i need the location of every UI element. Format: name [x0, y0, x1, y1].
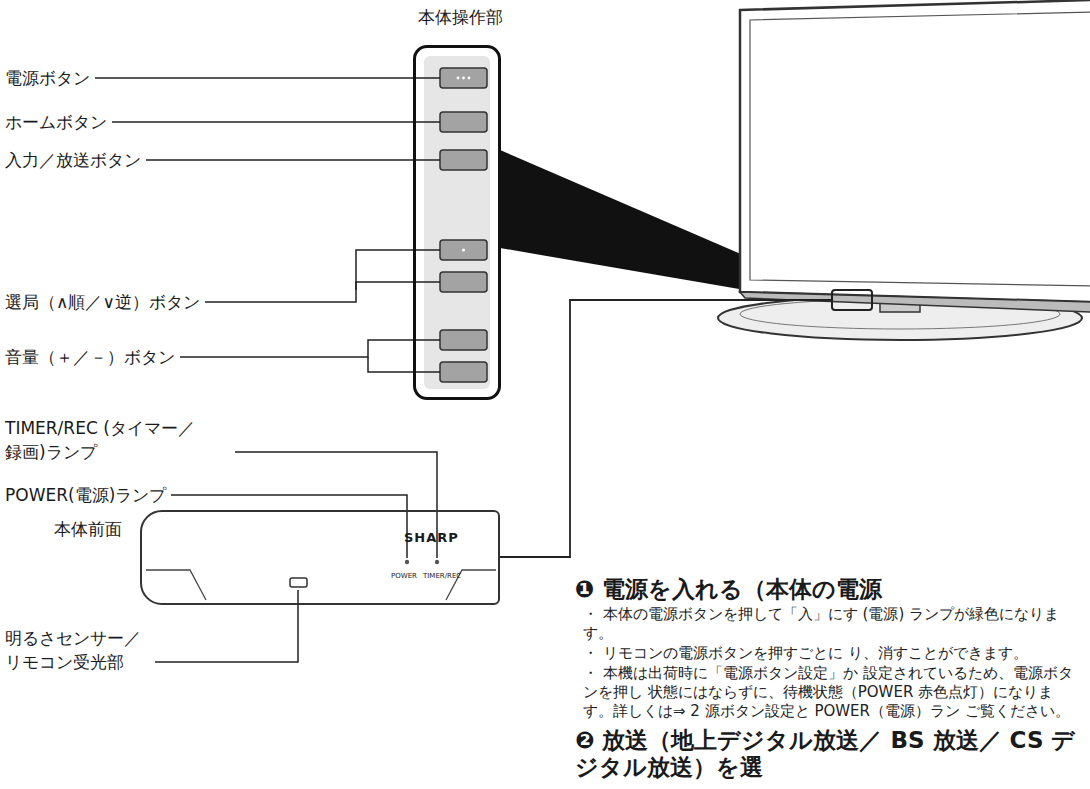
note-text: ・ 本体の電源ボタンを押して「入」にす (電源) ランプが緑色になります。 — [575, 605, 1083, 643]
section-heading: ❷ 放送（地上デジタル放送／ BS 放送／ CS デジタル放送）を選 — [575, 727, 1083, 781]
part-label: 電源ボタン — [5, 66, 90, 90]
part-label: TIMER/REC (タイマー／録画)ランプ — [5, 416, 230, 464]
leader-line — [95, 77, 440, 79]
text-column: ❶ 電源を入れる（本体の電源・ 本体の電源ボタンを押して「入」にす (電源) ラ… — [575, 576, 1083, 783]
leader-line — [155, 590, 298, 662]
section-heading: ❶ 電源を入れる（本体の電源 — [575, 576, 1083, 603]
part-label: 明るさセンサー／リモコン受光部 — [5, 626, 150, 674]
brand-logo: SHARP — [404, 530, 459, 545]
part-label: 音量（＋／－）ボタン — [5, 345, 175, 369]
sensor — [290, 578, 307, 587]
note-text: ・ 本機は出荷時に「電源ボタン設定」か 設定されているため、電源ボタンを押し 状… — [575, 664, 1083, 721]
callout-line — [500, 300, 832, 557]
part-label: ホームボタン — [5, 110, 107, 134]
control-panel: 本体操作部 — [413, 45, 501, 400]
button-dots — [457, 77, 471, 252]
part-label: 入力／放送ボタン — [5, 148, 141, 172]
front-panel-lines — [146, 570, 496, 600]
leader-branches — [356, 282, 440, 372]
lamp-label: POWER — [391, 572, 417, 580]
buttons — [440, 68, 487, 382]
panel-heading: 本体操作部 — [356, 6, 564, 29]
leader-line — [112, 121, 440, 123]
front-heading: 本体前面 — [54, 518, 122, 541]
timer-lamp — [435, 560, 439, 564]
lamp-label: TIMER/REC — [423, 572, 461, 580]
tv-illustration — [718, 0, 1090, 340]
note-text: ・ リモコンの電源ボタンを押すごとに り、消すことができます。 — [575, 644, 1083, 663]
leader-line — [180, 340, 440, 357]
front-panel: 本体前面SHARPPOWERTIMER/REC — [140, 510, 500, 605]
power-lamp — [405, 560, 409, 564]
leader-line — [171, 495, 407, 558]
panel-band — [424, 56, 490, 389]
leader-line — [146, 159, 440, 161]
part-label: 選局（∧順／∨逆）ボタン — [5, 290, 200, 314]
leader-line — [205, 250, 440, 302]
part-label: POWER(電源)ランプ — [5, 483, 166, 507]
